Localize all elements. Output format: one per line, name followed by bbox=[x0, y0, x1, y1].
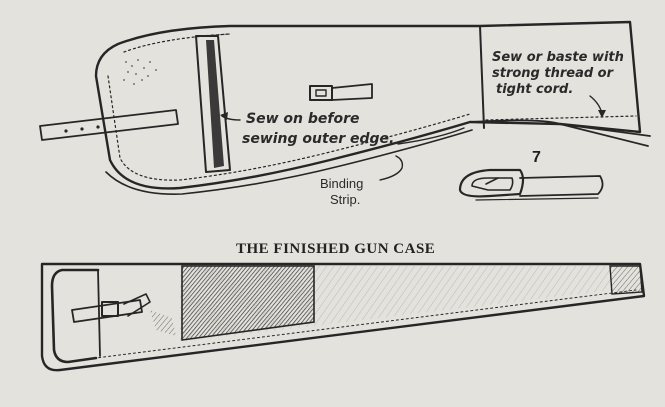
label-baste-line1: Sew or baste with bbox=[492, 50, 624, 65]
finished-case-buckle bbox=[71, 293, 176, 336]
finished-case-title: THE FINISHED GUN CASE bbox=[236, 241, 435, 257]
case-pattern-diagram: Sew on before sewing outer edge. Sew or … bbox=[39, 20, 651, 207]
arrow-sew-edge bbox=[397, 127, 465, 145]
label-baste-line2: strong thread or bbox=[492, 66, 615, 81]
binding-strip bbox=[105, 129, 473, 195]
arrow-binding bbox=[379, 155, 404, 181]
label-baste-line3: tight cord. bbox=[496, 82, 573, 97]
label-binding-line1: Binding bbox=[320, 176, 363, 191]
finished-case-dark-panel bbox=[181, 265, 315, 341]
case-body-outline bbox=[94, 20, 642, 190]
stipple-shading bbox=[123, 59, 157, 85]
end-pocket-shadow bbox=[206, 40, 224, 168]
binding-strip-end bbox=[469, 119, 651, 147]
stitch-line bbox=[107, 33, 471, 181]
loose-buckle bbox=[458, 168, 604, 201]
finished-case-diagram: THE FINISHED GUN CASE bbox=[40, 241, 646, 372]
muzzle-end-panel bbox=[479, 25, 485, 129]
leather-strap bbox=[39, 109, 179, 141]
label-binding-line2: Strip. bbox=[330, 192, 360, 207]
finished-case-stitching bbox=[63, 289, 637, 363]
finished-case-muzzle-cap bbox=[609, 265, 643, 295]
buckle-small bbox=[309, 83, 373, 101]
end-pocket-flap bbox=[195, 35, 231, 173]
muzzle-stitching bbox=[485, 115, 637, 121]
finished-case-pocket bbox=[50, 268, 100, 364]
label-sew-on-line1: Sew on before bbox=[246, 111, 359, 127]
figure-number: 7 bbox=[532, 149, 541, 166]
label-sew-on-line2: sewing outer edge. bbox=[242, 131, 394, 147]
